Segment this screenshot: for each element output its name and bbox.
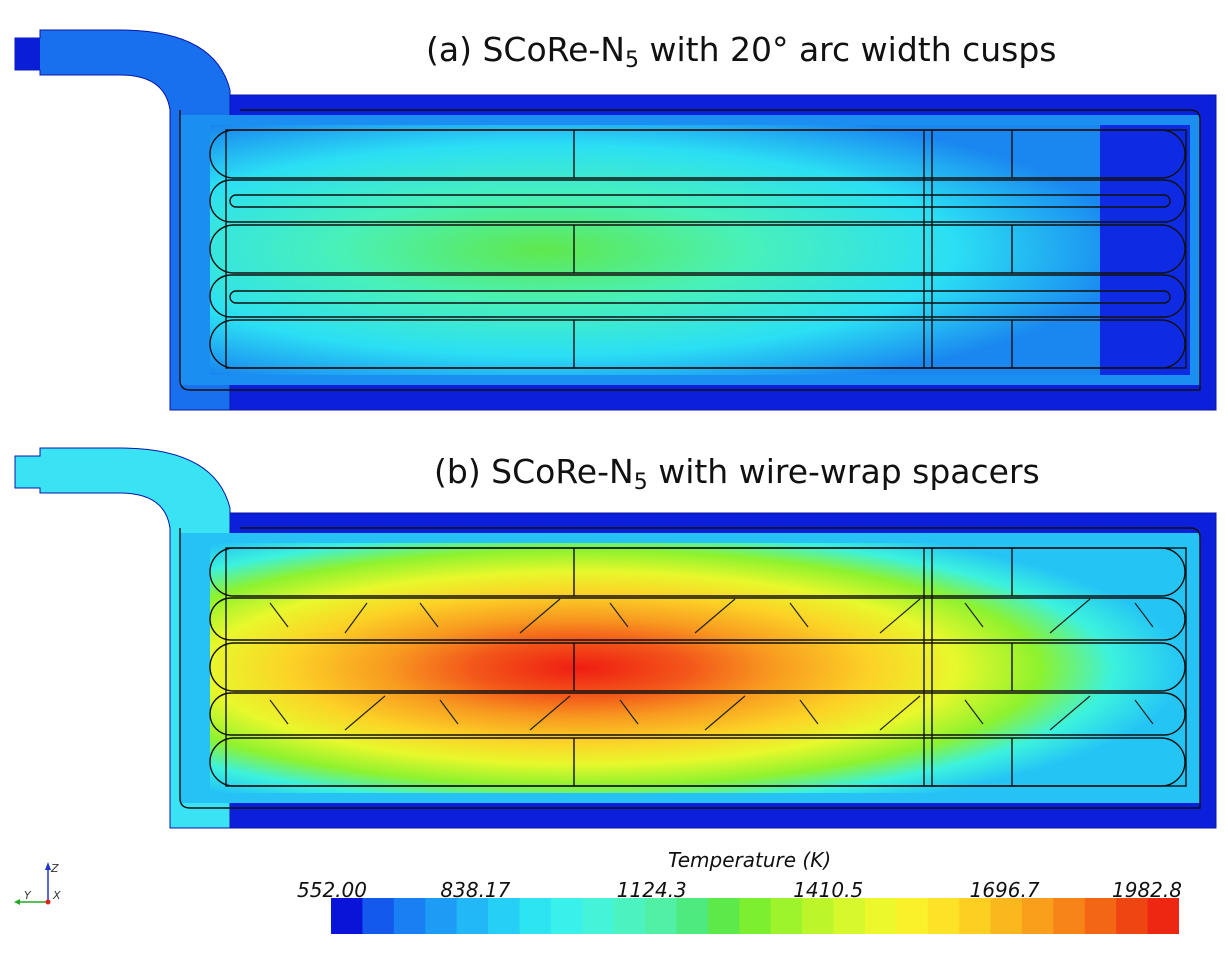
axis-x-label: X <box>53 889 61 902</box>
colorbar-swatch <box>770 898 803 934</box>
fuel-rods-b <box>179 527 1201 809</box>
colorbar-swatch <box>676 898 709 934</box>
inlet-pipe <box>14 29 231 411</box>
colorbar-swatch <box>488 898 521 934</box>
colorbar-swatch <box>393 898 426 934</box>
colorbar-swatch <box>990 898 1023 934</box>
colorbar-swatch <box>1116 898 1149 934</box>
colorbar <box>331 898 1179 934</box>
colorbar-swatch <box>550 898 583 934</box>
colorbar-swatch <box>613 898 646 934</box>
colorbar-swatch <box>331 898 364 934</box>
axis-z-label: Z <box>51 862 59 875</box>
colorbar-swatch <box>1053 898 1086 934</box>
colorbar-swatch <box>1147 898 1179 934</box>
colorbar-swatch <box>896 898 929 934</box>
colorbar-swatch <box>833 898 866 934</box>
panel-b-title: (b) SCoRe-N5 with wire-wrap spacers <box>434 452 1040 495</box>
fuel-rods-a <box>179 109 1201 391</box>
wire-wrap-spacers <box>269 598 1154 731</box>
colorbar-swatch <box>707 898 740 934</box>
panel-a-temperature-field <box>14 29 1217 411</box>
axis-y-label: Y <box>24 889 31 902</box>
colorbar-swatch <box>959 898 992 934</box>
colorbar-swatch <box>739 898 772 934</box>
colorbar-swatch <box>582 898 615 934</box>
axis-triad-icon <box>14 862 51 905</box>
colorbar-swatch <box>1084 898 1117 934</box>
colorbar-swatch <box>519 898 552 934</box>
colorbar-swatch <box>456 898 489 934</box>
colorbar-swatch <box>425 898 458 934</box>
colorbar-swatch <box>362 898 395 934</box>
colorbar-swatch <box>1021 898 1054 934</box>
colorbar-swatch <box>645 898 678 934</box>
colorbar-swatch <box>927 898 960 934</box>
panel-b-temperature-field <box>14 447 1217 829</box>
colorbar-swatch <box>802 898 835 934</box>
inlet-pipe <box>14 447 231 829</box>
colorbar-swatch <box>864 898 897 934</box>
panel-a-title: (a) SCoRe-N5 with 20° arc width cusps <box>426 30 1057 73</box>
colorbar-title: Temperature (K) <box>668 848 832 872</box>
